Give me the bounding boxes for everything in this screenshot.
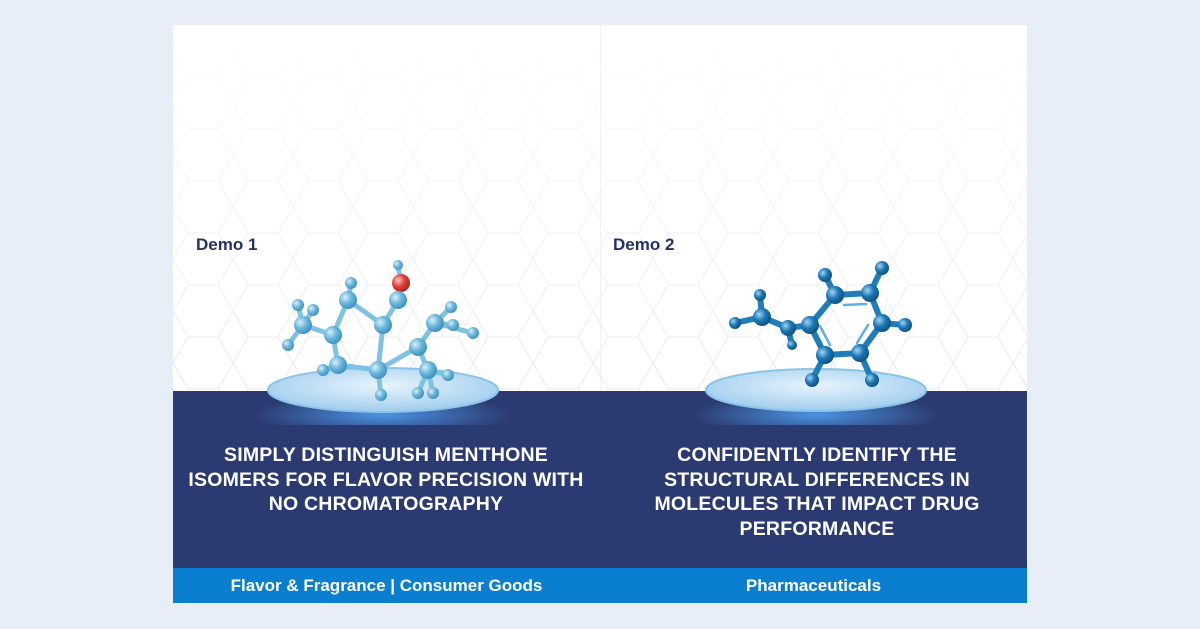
panel-divider xyxy=(600,25,601,391)
industry-footer-bar xyxy=(173,568,1027,603)
aromatic-molecule-icon xyxy=(691,261,941,425)
demo-2-headline: Confidently identify the structural diff… xyxy=(654,444,980,540)
demo-1-industry-label: Flavor & Fragrance | Consumer Goods xyxy=(230,576,543,595)
menthone-molecule-icon xyxy=(253,260,513,425)
demo-2-label: Demo 2 xyxy=(613,235,675,254)
demo-2-industry-label: Pharmaceuticals xyxy=(745,576,882,595)
demo-1-headline: Simply distinguish menthone isomers for … xyxy=(188,444,584,515)
demo-card: Demo 1 xyxy=(173,25,1027,603)
demo-1-label: Demo 1 xyxy=(196,235,258,254)
